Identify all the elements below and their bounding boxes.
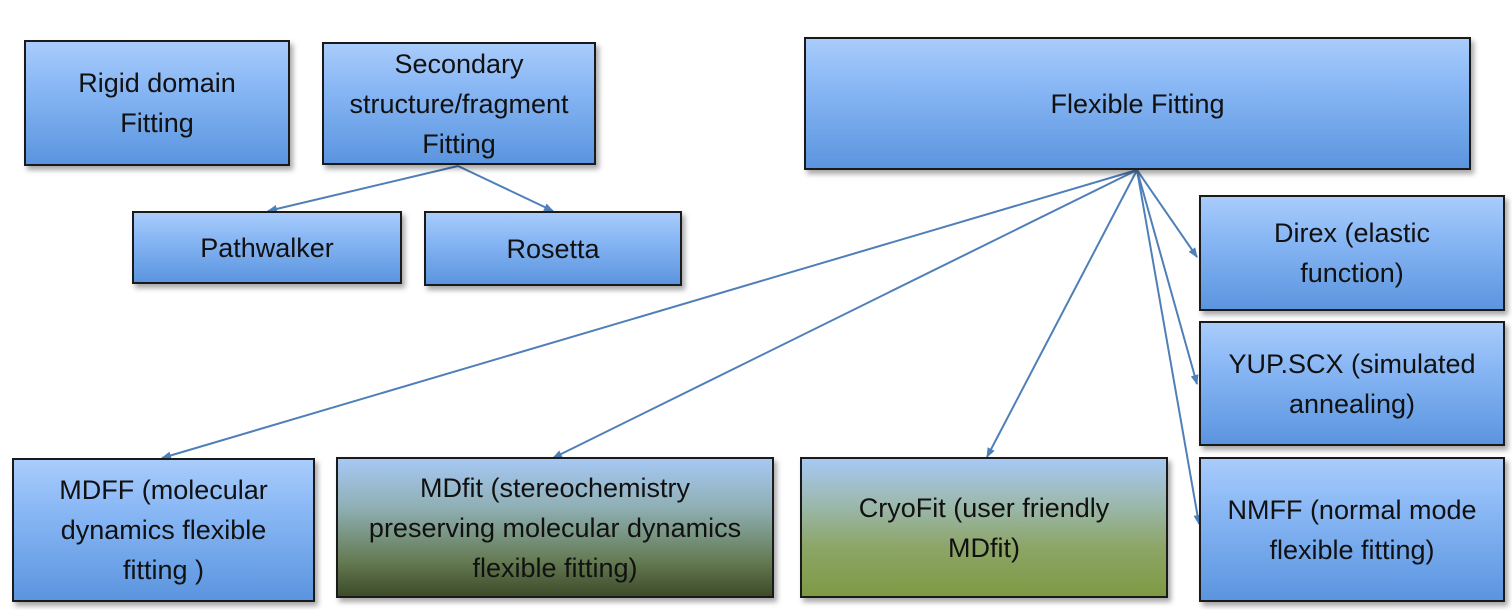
node-label: Pathwalker: [200, 232, 334, 263]
node-label: CryoFit (user friendly MDfit): [858, 492, 1110, 563]
node-mdfit: MDfit (stereochemistry preserving molecu…: [336, 457, 774, 598]
edge-flexible-yup: [1136, 169, 1199, 385]
node-nmff: NMFF (normal mode flexible fitting): [1199, 457, 1505, 602]
edge-flexible-mdff: [161, 169, 1138, 460]
node-flexible-fitting: Flexible Fitting: [804, 37, 1471, 170]
node-mdff: MDFF (molecular dynamics flexible fittin…: [12, 458, 315, 602]
node-pathwalker: Pathwalker: [132, 211, 402, 284]
node-label: Flexible Fitting: [1050, 88, 1225, 119]
node-direx: Direx (elastic function): [1199, 195, 1505, 311]
node-rosetta: Rosetta: [424, 211, 682, 286]
edge-flexible-nmff: [1136, 169, 1202, 525]
edge-flexible-cryofit: [986, 169, 1138, 458]
node-label: Secondary structure/fragment Fitting: [349, 48, 569, 159]
edge-secondary-pathwalker: [267, 165, 459, 213]
node-label: MDfit (stereochemistry preserving molecu…: [368, 472, 742, 583]
node-secondary-structure-fitting: Secondary structure/fragment Fitting: [322, 42, 596, 165]
node-yup-scx: YUP.SCX (simulated annealing): [1199, 321, 1505, 446]
edge-secondary-rosetta: [457, 165, 554, 212]
edge-flexible-direx: [1136, 169, 1198, 258]
node-label: NMFF (normal mode flexible fitting): [1227, 494, 1477, 565]
node-rigid-domain-fitting: Rigid domain Fitting: [24, 40, 290, 166]
edge-flexible-mdfit: [552, 169, 1138, 459]
node-cryofit: CryoFit (user friendly MDfit): [800, 457, 1168, 598]
node-label: Rosetta: [506, 233, 600, 264]
node-label: YUP.SCX (simulated annealing): [1228, 348, 1476, 419]
node-label: Rigid domain Fitting: [78, 68, 236, 138]
node-label: MDFF (molecular dynamics flexible fittin…: [59, 475, 268, 585]
node-label: Direx (elastic function): [1273, 218, 1431, 288]
